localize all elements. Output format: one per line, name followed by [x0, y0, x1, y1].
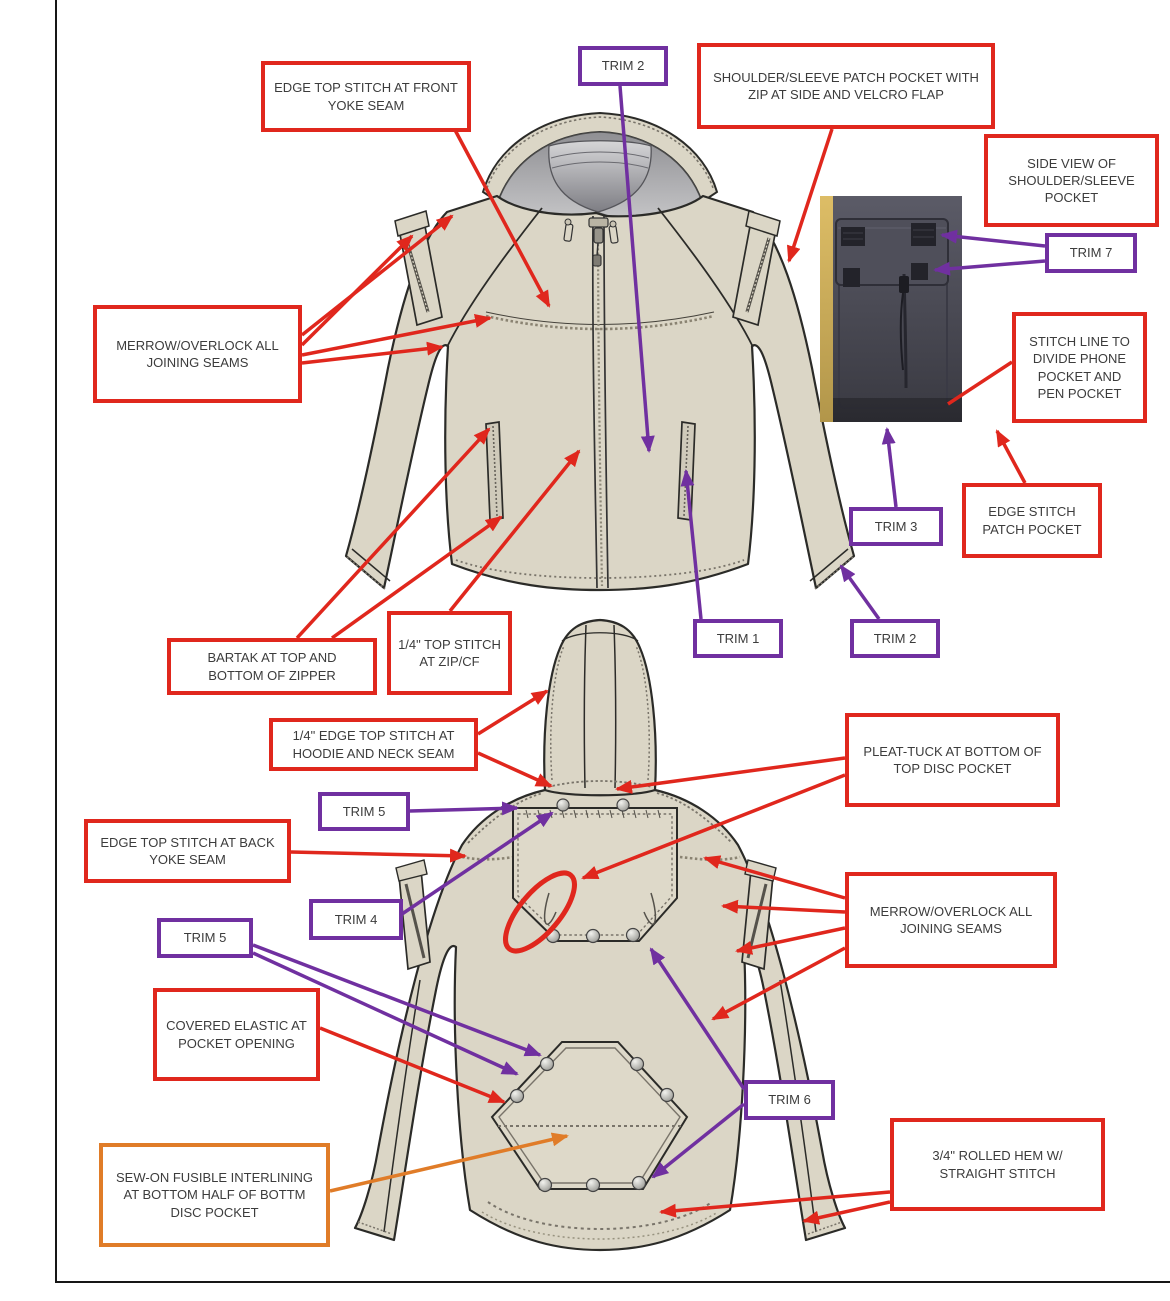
callout-edge-top-stitch-back-yoke: EDGE TOP STITCH AT BACK YOKE SEAM: [84, 819, 291, 883]
callout-merrow-overlock-left: MERROW/OVERLOCK ALL JOINING SEAMS: [93, 305, 302, 403]
callout-trim2-top: TRIM 2: [578, 46, 668, 86]
callout-side-view-pocket: SIDE VIEW OF SHOULDER/SLEEVE POCKET: [984, 134, 1159, 227]
callout-trim4: TRIM 4: [309, 899, 403, 940]
callout-edge-top-stitch-front-yoke: EDGE TOP STITCH AT FRONT YOKE SEAM: [261, 61, 471, 132]
callout-trim5-b: TRIM 5: [157, 918, 253, 958]
callout-stitch-line-divide: STITCH LINE TO DIVIDE PHONE POCKET AND P…: [1012, 312, 1147, 423]
callout-trim6: TRIM 6: [744, 1080, 835, 1120]
callout-rolled-hem: 3/4" ROLLED HEM W/ STRAIGHT STITCH: [890, 1118, 1105, 1211]
front-view-illustration: [344, 111, 856, 592]
callout-covered-elastic: COVERED ELASTIC AT POCKET OPENING: [153, 988, 320, 1081]
callout-bartak-zipper: BARTAK AT TOP AND BOTTOM OF ZIPPER: [167, 638, 377, 695]
callout-trim3: TRIM 3: [849, 507, 943, 546]
callout-edge-stitch-patch-pocket: EDGE STITCH PATCH POCKET: [962, 483, 1102, 558]
callout-trim1: TRIM 1: [693, 619, 783, 658]
pleat-highlight-ellipse: [503, 870, 577, 954]
red-annotation-arrows: [290, 128, 1027, 1225]
callout-quarter-top-stitch-zip: 1/4" TOP STITCH AT ZIP/CF: [387, 611, 512, 695]
callout-quarter-edge-top-stitch-hoodie: 1/4" EDGE TOP STITCH AT HOODIE AND NECK …: [269, 718, 478, 771]
purple-annotation-arrows: [252, 85, 1046, 1179]
callout-sew-on-fusible: SEW-ON FUSIBLE INTERLINING AT BOTTOM HAL…: [99, 1143, 330, 1247]
callout-pleat-tuck: PLEAT-TUCK AT BOTTOM OF TOP DISC POCKET: [845, 713, 1060, 807]
page-border-bottom: [55, 1281, 1170, 1283]
pocket-photo-inset: [820, 196, 962, 422]
back-view-illustration: [353, 618, 847, 1252]
callout-trim2-mid: TRIM 2: [850, 619, 940, 658]
snap-buttons-bottom-pocket: [509, 1056, 675, 1193]
callout-shoulder-sleeve-patch-pocket: SHOULDER/SLEEVE PATCH POCKET WITH ZIP AT…: [697, 43, 995, 129]
callout-merrow-overlock-right: MERROW/OVERLOCK ALL JOINING SEAMS: [845, 872, 1057, 968]
callout-trim5-a: TRIM 5: [318, 792, 410, 831]
orange-annotation-arrow: [329, 1132, 569, 1193]
callout-trim7: TRIM 7: [1045, 233, 1137, 273]
page-border-left: [55, 0, 57, 1283]
